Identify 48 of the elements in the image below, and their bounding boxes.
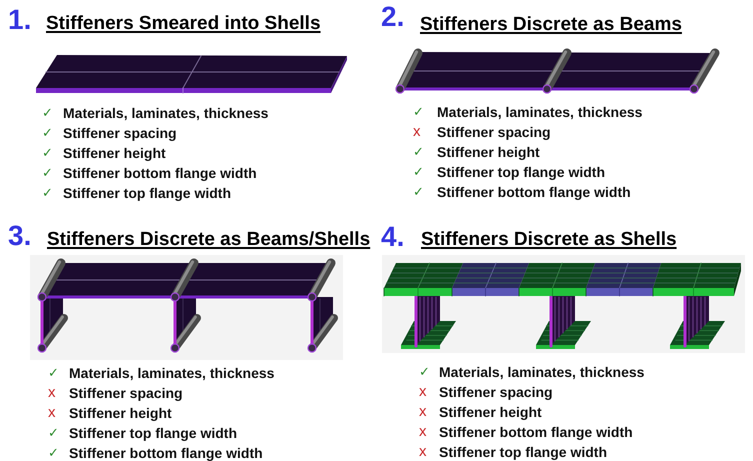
section-heading: Stiffeners Discrete as Shells bbox=[421, 228, 677, 252]
step-number: 4. bbox=[381, 220, 404, 254]
cross-mark: x bbox=[413, 122, 420, 141]
list-item-text: Stiffener bottom flange width bbox=[63, 165, 257, 182]
list-item-text: Stiffener spacing bbox=[69, 385, 183, 402]
list-item-text: Stiffener top flange width bbox=[69, 425, 237, 442]
check-mark: ✓ bbox=[413, 184, 424, 201]
section-heading: Stiffeners Discrete as Beams bbox=[420, 14, 682, 37]
list-item-text: Stiffener bottom flange width bbox=[437, 184, 631, 201]
cross-mark: x bbox=[419, 402, 426, 421]
section-heading: Stiffeners Discrete as Beams/Shells bbox=[47, 228, 370, 252]
list-item-text: Stiffener height bbox=[437, 144, 540, 161]
check-mark: ✓ bbox=[413, 144, 424, 161]
cross-mark: x bbox=[48, 404, 56, 422]
list-item-text: Stiffener height bbox=[439, 404, 542, 421]
list-item-text: Stiffener spacing bbox=[439, 384, 553, 401]
step-number: 1. bbox=[8, 3, 32, 38]
list-item-text: Materials, laminates, thickness bbox=[69, 365, 274, 382]
cross-mark: x bbox=[48, 384, 56, 402]
cross-mark: x bbox=[419, 422, 426, 441]
check-mark: ✓ bbox=[42, 106, 53, 122]
list-item-text: Stiffener top flange width bbox=[439, 444, 607, 461]
cross-mark: x bbox=[419, 382, 426, 401]
check-mark: ✓ bbox=[413, 164, 424, 181]
step-number: 2. bbox=[381, 0, 404, 34]
list-item-text: Stiffener bottom flange width bbox=[69, 445, 263, 461]
list-item-text: Stiffener top flange width bbox=[63, 185, 231, 202]
cross-mark: x bbox=[419, 442, 426, 461]
list-item-text: Stiffener top flange width bbox=[437, 164, 605, 181]
list-item-text: Materials, laminates, thickness bbox=[63, 105, 268, 122]
list-item-text: Materials, laminates, thickness bbox=[439, 364, 644, 381]
section-heading: Stiffeners Smeared into Shells bbox=[46, 12, 321, 36]
check-mark: ✓ bbox=[42, 166, 53, 182]
step-number: 3. bbox=[8, 219, 32, 254]
check-mark: ✓ bbox=[48, 366, 59, 382]
check-mark: ✓ bbox=[48, 446, 59, 461]
list-item-text: Materials, laminates, thickness bbox=[437, 104, 642, 121]
check-mark: ✓ bbox=[413, 104, 424, 121]
check-mark: ✓ bbox=[419, 364, 430, 381]
check-mark: ✓ bbox=[42, 126, 53, 142]
list-item-text: Stiffener spacing bbox=[63, 125, 177, 142]
check-mark: ✓ bbox=[48, 426, 59, 442]
list-item-text: Stiffener height bbox=[63, 145, 166, 162]
check-mark: ✓ bbox=[42, 186, 53, 202]
list-item-text: Stiffener height bbox=[69, 405, 172, 422]
check-mark: ✓ bbox=[42, 146, 53, 162]
list-item-text: Stiffener bottom flange width bbox=[439, 424, 633, 441]
list-item-text: Stiffener spacing bbox=[437, 124, 551, 141]
